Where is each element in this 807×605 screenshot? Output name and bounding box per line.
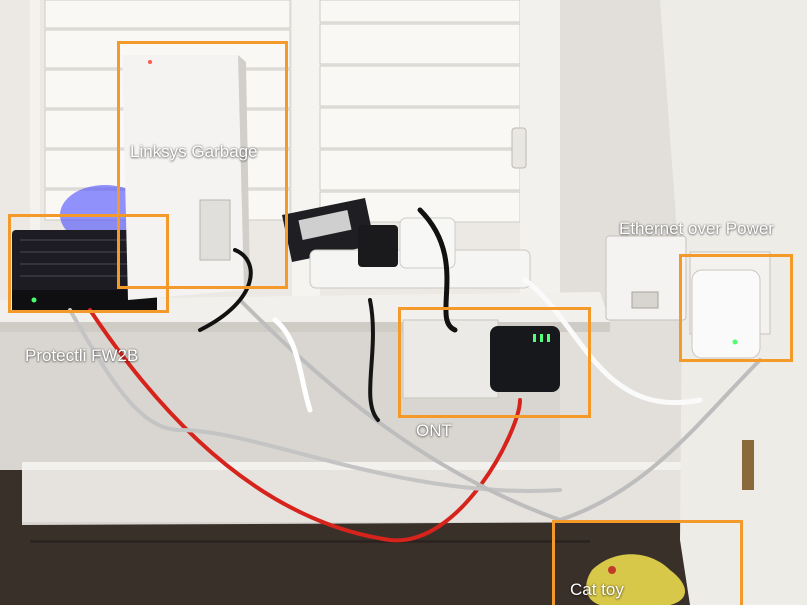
linksys-led bbox=[148, 60, 152, 64]
ont-white-box bbox=[402, 319, 499, 399]
eop-label: Ethernet over Power bbox=[619, 219, 774, 238]
protectli-front bbox=[12, 290, 157, 310]
ont-box bbox=[398, 307, 591, 418]
eop-box bbox=[679, 254, 793, 362]
door-hinge bbox=[742, 440, 754, 490]
ont-leds bbox=[533, 334, 550, 342]
skirting-board bbox=[22, 462, 682, 522]
openreach-socket bbox=[605, 235, 687, 321]
linksys-box bbox=[117, 41, 288, 289]
ont-device bbox=[490, 326, 560, 392]
black-plug bbox=[358, 225, 398, 267]
linksys-side bbox=[238, 55, 250, 290]
openreach-port bbox=[631, 291, 659, 309]
cables bbox=[68, 207, 762, 543]
cat-toy-box bbox=[552, 520, 743, 605]
shutter-frame-left bbox=[30, 0, 40, 300]
floor-plank bbox=[30, 540, 590, 543]
cat-toy-eye bbox=[608, 566, 616, 574]
sill-edge bbox=[0, 322, 610, 332]
shutter-hinge bbox=[511, 127, 527, 169]
eop-device bbox=[691, 269, 761, 359]
shutter-louvres bbox=[44, 0, 521, 223]
protectli-label: Protectli FW2B bbox=[25, 346, 139, 365]
protectli-led bbox=[31, 297, 37, 303]
eop-led bbox=[732, 339, 738, 345]
linksys-ports bbox=[199, 199, 231, 261]
protectli-box bbox=[8, 214, 169, 313]
linksys-label: Linksys Garbage bbox=[130, 142, 258, 161]
cat-toy-label: Cat toy bbox=[570, 580, 624, 599]
brick-label bbox=[298, 210, 352, 240]
ont-label: ONT bbox=[416, 421, 452, 440]
